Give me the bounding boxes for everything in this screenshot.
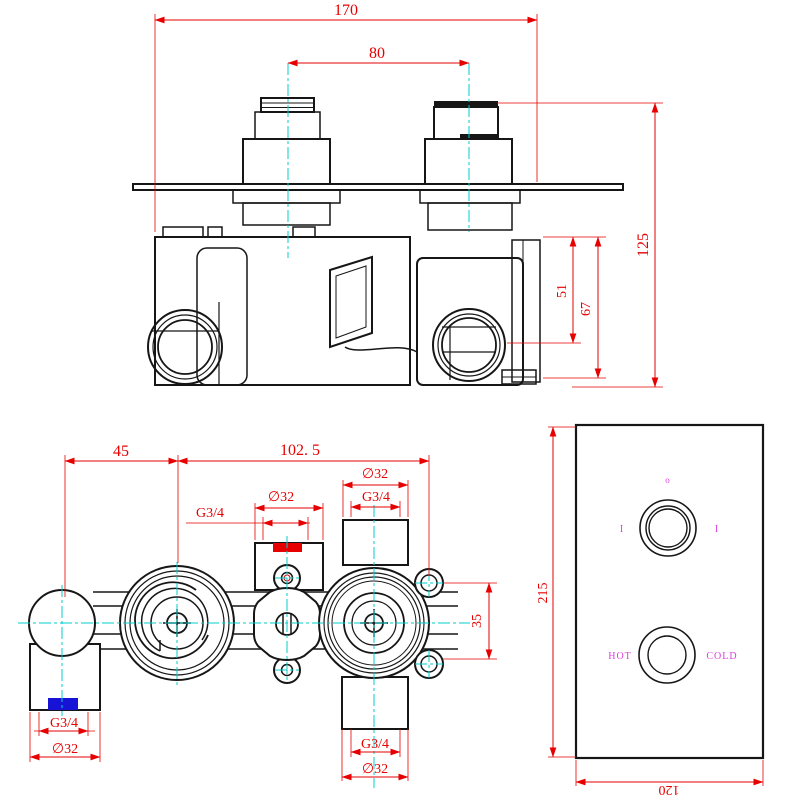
cold-marker [48, 698, 78, 710]
plan-dimensions [29, 455, 497, 781]
panel-view [574, 423, 765, 760]
panel-top-knob [639, 499, 697, 557]
dim-text-outlet-diameter: ∅32 [362, 467, 388, 482]
cold-inlet-port [28, 589, 101, 711]
body-right-block [416, 257, 524, 386]
cap-strip [460, 134, 497, 139]
left-port [147, 302, 223, 385]
port-ring [157, 319, 213, 375]
left-cartridge [242, 97, 331, 185]
outlet-port-bottom [341, 676, 409, 730]
dim-text-overall-height: 125 [635, 233, 652, 257]
dim-text-mid-diameter: ∅32 [268, 490, 294, 505]
dim-text-port-center: 51 [555, 284, 570, 298]
body-tab [292, 226, 316, 238]
side-dimension-text: 170 80 125 51 67 [334, 2, 652, 316]
knob-ring [639, 499, 697, 557]
neck [242, 202, 331, 226]
port-ring [437, 313, 501, 377]
knob-ring [645, 505, 691, 551]
dim-text-panel-height: 215 [536, 583, 551, 604]
body-tab [207, 226, 223, 238]
panel-dimension-text: 215 120 [536, 583, 680, 798]
dim-text-left-offset: 45 [113, 443, 129, 460]
dim-text-bottom-diameter: ∅32 [362, 762, 388, 777]
dim-text-cold-thread: G3/4 [50, 716, 78, 731]
dim-text-mid-thread: G3/4 [196, 506, 224, 521]
outlet-port-top [342, 519, 409, 566]
plan-centerlines [18, 505, 470, 788]
diverter-flap-inner [335, 265, 367, 339]
knob-ring [648, 508, 688, 548]
dim-text-bottom-thread: G3/4 [361, 737, 389, 752]
dim-text-overall-width: 170 [334, 2, 358, 19]
side-elevation-view [132, 97, 624, 386]
body-left-block [154, 236, 411, 386]
inner-pipe [196, 247, 248, 386]
port-ring [432, 308, 506, 382]
body-right-edge [511, 239, 541, 383]
dim-text-panel-width: 120 [659, 782, 680, 797]
port-chords [442, 326, 496, 380]
side-dimensions [154, 14, 663, 388]
panel-mark-top: o [665, 475, 671, 485]
dim-text-outlet-thread: G3/4 [362, 490, 390, 505]
dim-text-center-span: 102. 5 [280, 442, 320, 459]
extension-lines [548, 426, 764, 786]
right-port [432, 308, 506, 382]
cap-band [434, 101, 498, 107]
side-centerlines [287, 63, 470, 258]
body-tab [162, 226, 204, 238]
port-chords [152, 302, 220, 384]
panel-label-cold: COLD [706, 651, 737, 662]
dim-text-cartridge-spacing: 80 [369, 45, 385, 62]
knob-ring [647, 635, 687, 675]
panel-bottom-knob [638, 626, 696, 684]
panel-plate [574, 423, 765, 760]
port-ring [152, 314, 218, 380]
valve-necks [232, 189, 521, 231]
valve-body [147, 226, 541, 386]
port-ring [441, 317, 497, 373]
hub-slot [282, 613, 292, 635]
neck [419, 189, 521, 204]
panel-annotations: o I I HOT COLD [608, 475, 737, 662]
panel-mark-left: I [620, 524, 624, 535]
knob-ring [331, 580, 417, 666]
cartridge-base [242, 138, 331, 185]
dim-text-ear-offset: 35 [470, 614, 485, 628]
dim-text-cold-diameter: ∅32 [52, 742, 78, 757]
panel-dimensions [548, 426, 764, 786]
diverter-flap [329, 255, 373, 349]
neck [427, 202, 513, 231]
panel-label-hot: HOT [608, 651, 632, 662]
neck [232, 189, 341, 204]
dim-text-body-depth: 67 [579, 302, 594, 316]
plan-view [28, 519, 458, 730]
spiral-arc [134, 581, 209, 660]
wall-plate [132, 183, 624, 191]
plan-dimension-text: 45 102. 5 ∅32 G3/4 ∅32 G3/4 35 G3/4 ∅32 … [50, 442, 485, 777]
panel-mark-right: I [715, 524, 719, 535]
casting-contour [344, 346, 418, 353]
port-ring [147, 309, 223, 385]
knob-ring [638, 626, 696, 684]
